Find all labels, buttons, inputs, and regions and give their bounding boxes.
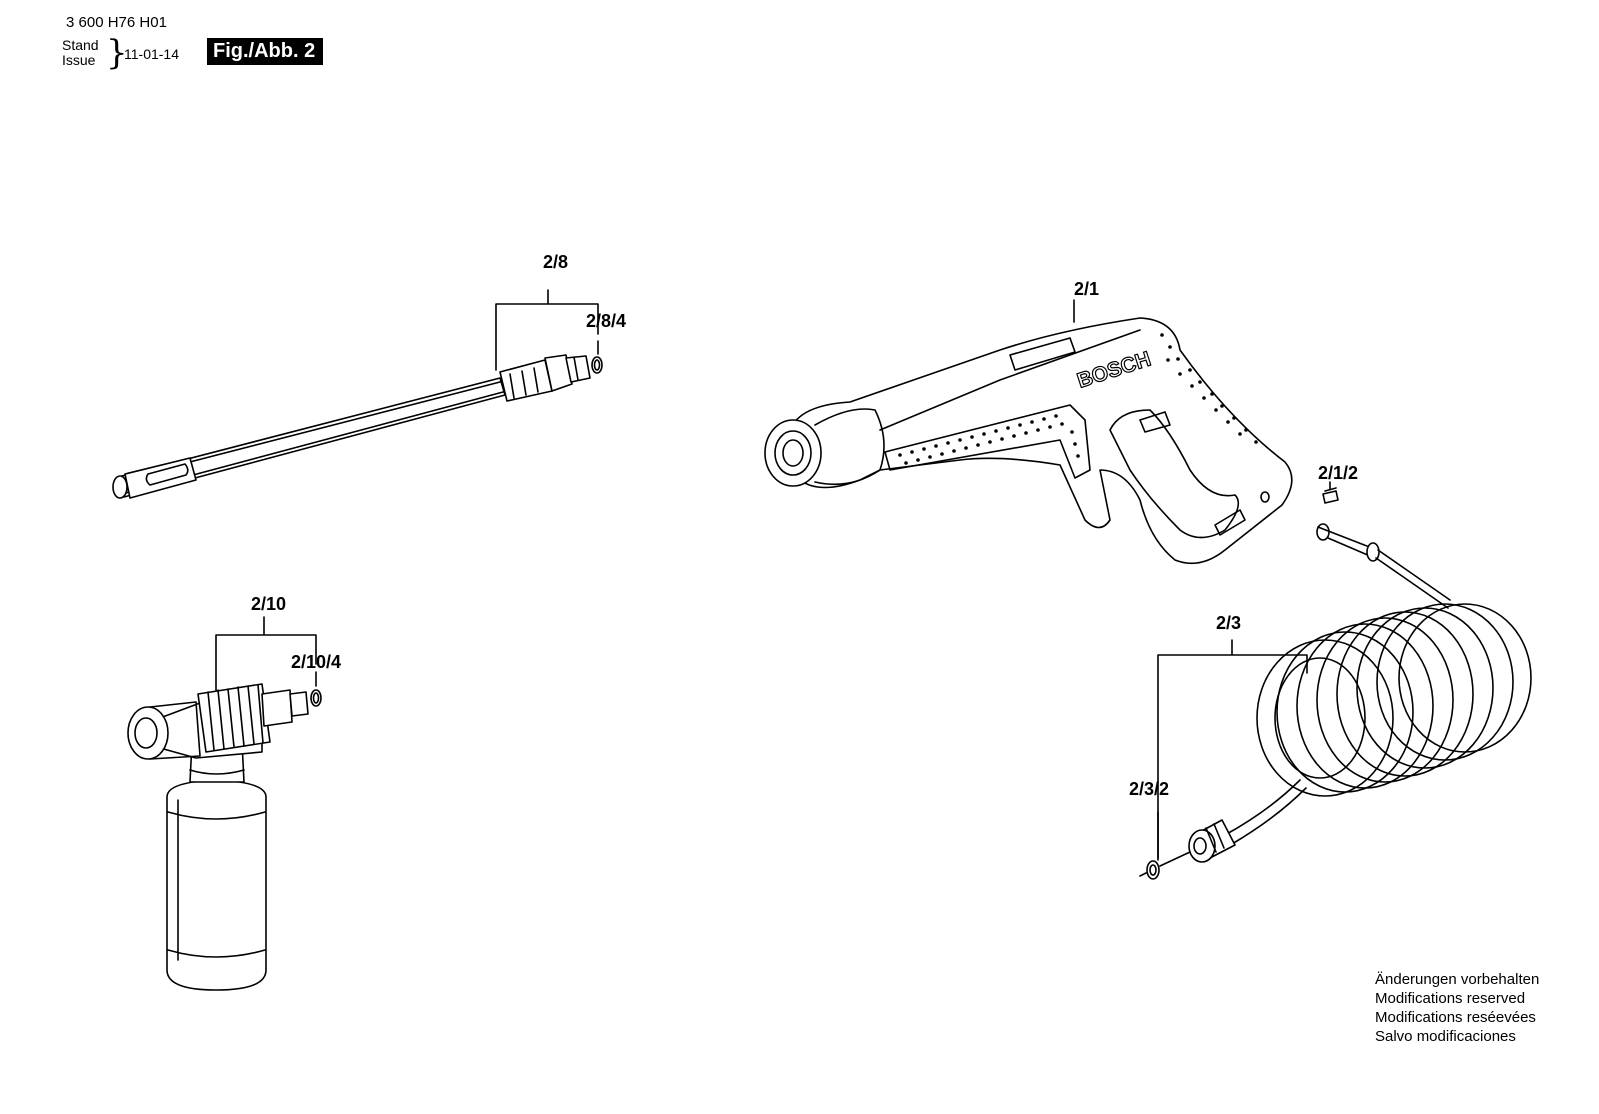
issue-date: 11-01-14: [124, 46, 180, 62]
spray-lance: [112, 354, 591, 499]
document-code: 3 600 H76 H01: [66, 14, 167, 31]
bracket-2-10: [215, 616, 317, 691]
modifications-notice: Änderungen vorbehalten Modifications res…: [1375, 970, 1539, 1046]
callout-2-8: 2/8: [543, 252, 569, 272]
clip-part: [1322, 487, 1339, 504]
coiled-hose: [1188, 523, 1532, 863]
figure-label: Fig./Abb. 2: [207, 38, 324, 65]
hose-o-ring-icon: [1139, 851, 1191, 880]
callout-2-3-2: 2/3/2: [1129, 779, 1170, 799]
notice-line-en: Modifications reserved: [1375, 990, 1526, 1007]
notice-line-de: Änderungen vorbehalten: [1375, 971, 1540, 988]
bracket-2-8: [495, 289, 599, 371]
notice-line-es: Salvo modificaciones: [1375, 1028, 1516, 1045]
spray-gun: [764, 317, 1293, 565]
callout-2-8-4: 2/8/4: [586, 311, 627, 331]
callout-2-10: 2/10: [251, 594, 287, 614]
brace-icon: }: [106, 33, 128, 73]
stand-issue-label: Stand Issue: [62, 38, 99, 68]
bracket-2-3: [1157, 639, 1308, 861]
notice-line-fr: Modifications reséevées: [1375, 1009, 1536, 1026]
foam-nozzle-o-ring-icon: [310, 689, 322, 707]
callout-2-1: 2/1: [1074, 279, 1100, 299]
callout-2-1-2: 2/1/2: [1318, 463, 1359, 483]
callout-2-10-4: 2/10/4: [291, 652, 342, 672]
foam-nozzle: [127, 683, 309, 991]
issue-label: Issue: [62, 52, 96, 68]
stand-label: Stand: [62, 37, 99, 53]
lance-o-ring-icon: [591, 356, 603, 374]
callout-2-3: 2/3: [1216, 613, 1242, 633]
